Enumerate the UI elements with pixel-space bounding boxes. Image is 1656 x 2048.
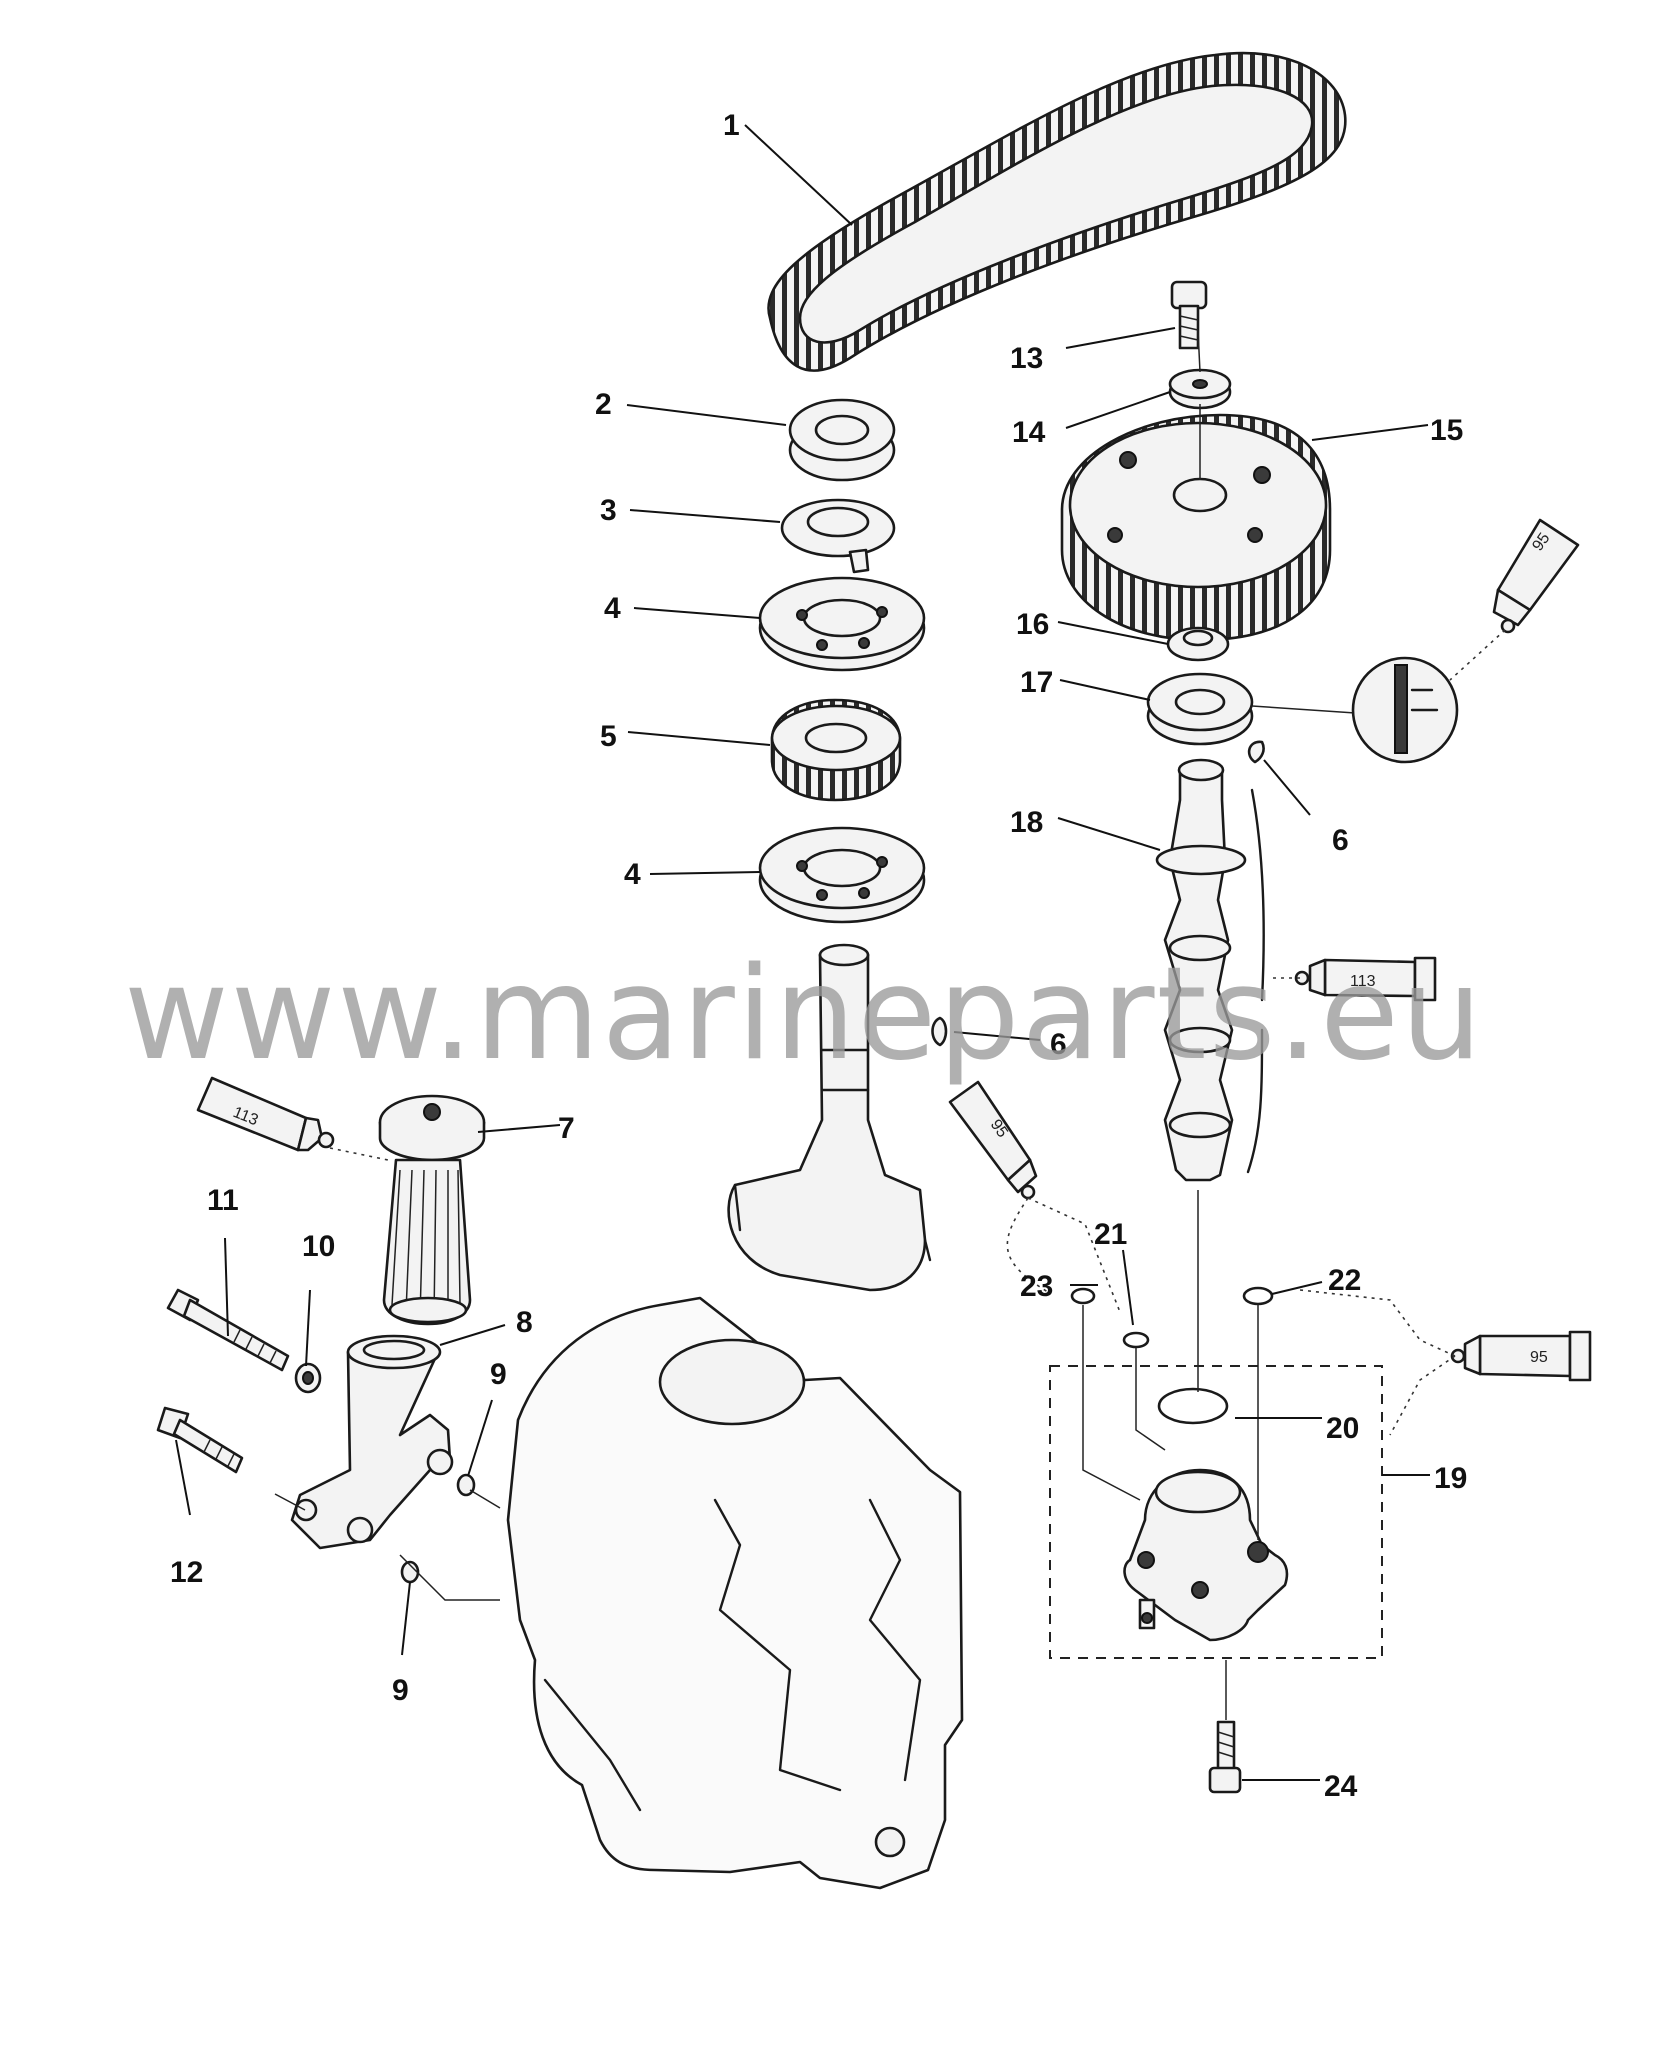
oil-seal bbox=[788, 398, 896, 482]
callout-16: 16 bbox=[1016, 608, 1049, 641]
callout-10: 10 bbox=[302, 1230, 335, 1263]
callout-15: 15 bbox=[1430, 414, 1463, 447]
callout-18: 18 bbox=[1010, 806, 1043, 839]
callout-2: 2 bbox=[595, 388, 612, 421]
callout-23: 23 bbox=[1020, 1270, 1053, 1303]
crankshaft-sprocket bbox=[770, 698, 902, 802]
sprocket-guide-plate-upper bbox=[758, 576, 926, 672]
sprocket-guide-plate-lower bbox=[758, 826, 926, 924]
callout-9-upper: 9 bbox=[490, 1358, 507, 1391]
small-o-rings bbox=[1070, 1286, 1274, 1349]
mounting-bolt-long bbox=[166, 1288, 290, 1372]
camshaft-oil-seal bbox=[1146, 672, 1371, 746]
spacer-washer bbox=[1166, 626, 1230, 662]
watermark: www.marineparts.eu bbox=[124, 940, 1484, 1089]
callout-20: 20 bbox=[1326, 1412, 1359, 1445]
callout-6-crankshaft: 6 bbox=[1050, 1028, 1067, 1061]
pump-o-ring bbox=[1157, 1387, 1229, 1425]
thrust-washer bbox=[780, 498, 896, 574]
sealant-tube-113-right: 113 bbox=[1294, 956, 1437, 1002]
oil-filter bbox=[378, 1094, 486, 1326]
sealant-tube-95-top-right: 95 bbox=[1492, 518, 1580, 634]
callout-5: 5 bbox=[600, 720, 617, 753]
callout-24: 24 bbox=[1324, 1770, 1358, 1803]
callout-8: 8 bbox=[516, 1306, 533, 1339]
callout-13: 13 bbox=[1010, 342, 1043, 375]
callout-22: 22 bbox=[1328, 1264, 1361, 1297]
sprocket-bolt bbox=[1170, 280, 1208, 350]
callout-7: 7 bbox=[558, 1112, 575, 1145]
pump-bolt bbox=[1208, 1720, 1242, 1794]
tube-label: 113 bbox=[1350, 973, 1376, 990]
callout-4-lower: 4 bbox=[624, 858, 641, 891]
oil-pump-kit-box bbox=[1049, 1365, 1383, 1659]
oil-pump-assembly bbox=[1123, 1468, 1289, 1642]
tube-label: 95 bbox=[1530, 1349, 1548, 1366]
callout-1: 1 bbox=[723, 109, 740, 142]
callout-21: 21 bbox=[1094, 1218, 1127, 1251]
callout-19: 19 bbox=[1434, 1462, 1467, 1495]
seal-detail-inset bbox=[1351, 656, 1459, 764]
mounting-bolt-short bbox=[156, 1406, 244, 1474]
cylinder-block bbox=[506, 1296, 964, 1890]
camshaft bbox=[1155, 758, 1265, 1182]
callout-14: 14 bbox=[1012, 416, 1046, 449]
camshaft-sprocket bbox=[1060, 413, 1332, 642]
callout-17: 17 bbox=[1020, 666, 1053, 699]
callout-11: 11 bbox=[207, 1184, 239, 1217]
callout-6-camshaft: 6 bbox=[1332, 824, 1349, 857]
callout-4-upper: 4 bbox=[604, 592, 621, 625]
callout-3: 3 bbox=[600, 494, 617, 527]
sprocket-washer bbox=[1168, 368, 1232, 410]
washer-10 bbox=[294, 1362, 322, 1394]
sealant-application-lines bbox=[329, 629, 1506, 1436]
callout-9-lower: 9 bbox=[392, 1674, 409, 1707]
sealant-tube-95-center: 95 bbox=[948, 1080, 1038, 1200]
timing-belt bbox=[767, 51, 1347, 372]
callout-12: 12 bbox=[170, 1556, 203, 1589]
sealant-tube-95-bottom-right: 95 bbox=[1450, 1330, 1592, 1382]
leader-lines bbox=[175, 124, 1430, 1781]
crankshaft bbox=[727, 943, 932, 1292]
filter-housing bbox=[290, 1334, 454, 1550]
sealant-tube-113-left: 113 bbox=[196, 1076, 335, 1152]
assembly-axis-lines bbox=[274, 329, 1259, 1720]
woodruff-key bbox=[931, 740, 1265, 1047]
